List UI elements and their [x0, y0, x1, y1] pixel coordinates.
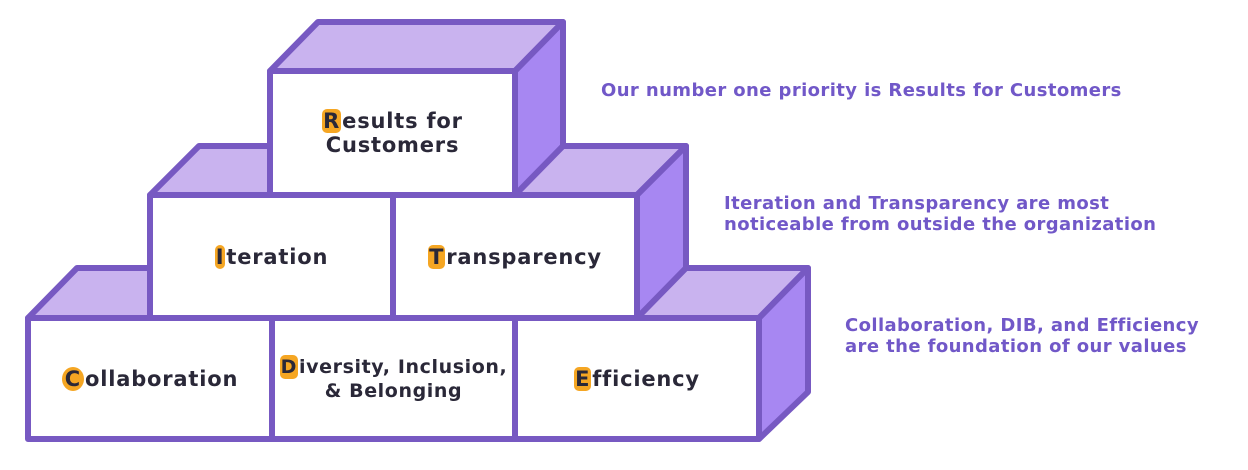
- efficiency-block-front: [512, 315, 762, 442]
- caption-middle-tier: Iteration and Transparency are most noti…: [724, 193, 1157, 235]
- efficiency-label: Efficiency: [574, 366, 700, 391]
- efficiency-initial-highlight: E: [574, 366, 592, 391]
- caption-bottom-tier: Collaboration, DIB, and Efficiency are t…: [845, 315, 1199, 357]
- results-for-customers-label: Results for Customers: [322, 109, 463, 157]
- iteration-initial-highlight: I: [214, 244, 226, 269]
- results-initial-highlight: R: [322, 109, 342, 133]
- dib-block-front: [269, 315, 518, 442]
- collaboration-initial-highlight: C: [61, 366, 84, 391]
- transparency-label: Transparency: [428, 244, 602, 269]
- transparency-initial-highlight: T: [428, 244, 446, 269]
- caption-top-tier: Our number one priority is Results for C…: [601, 80, 1122, 101]
- iteration-label: Iteration: [214, 244, 329, 269]
- dib-initial-highlight: D: [279, 354, 299, 379]
